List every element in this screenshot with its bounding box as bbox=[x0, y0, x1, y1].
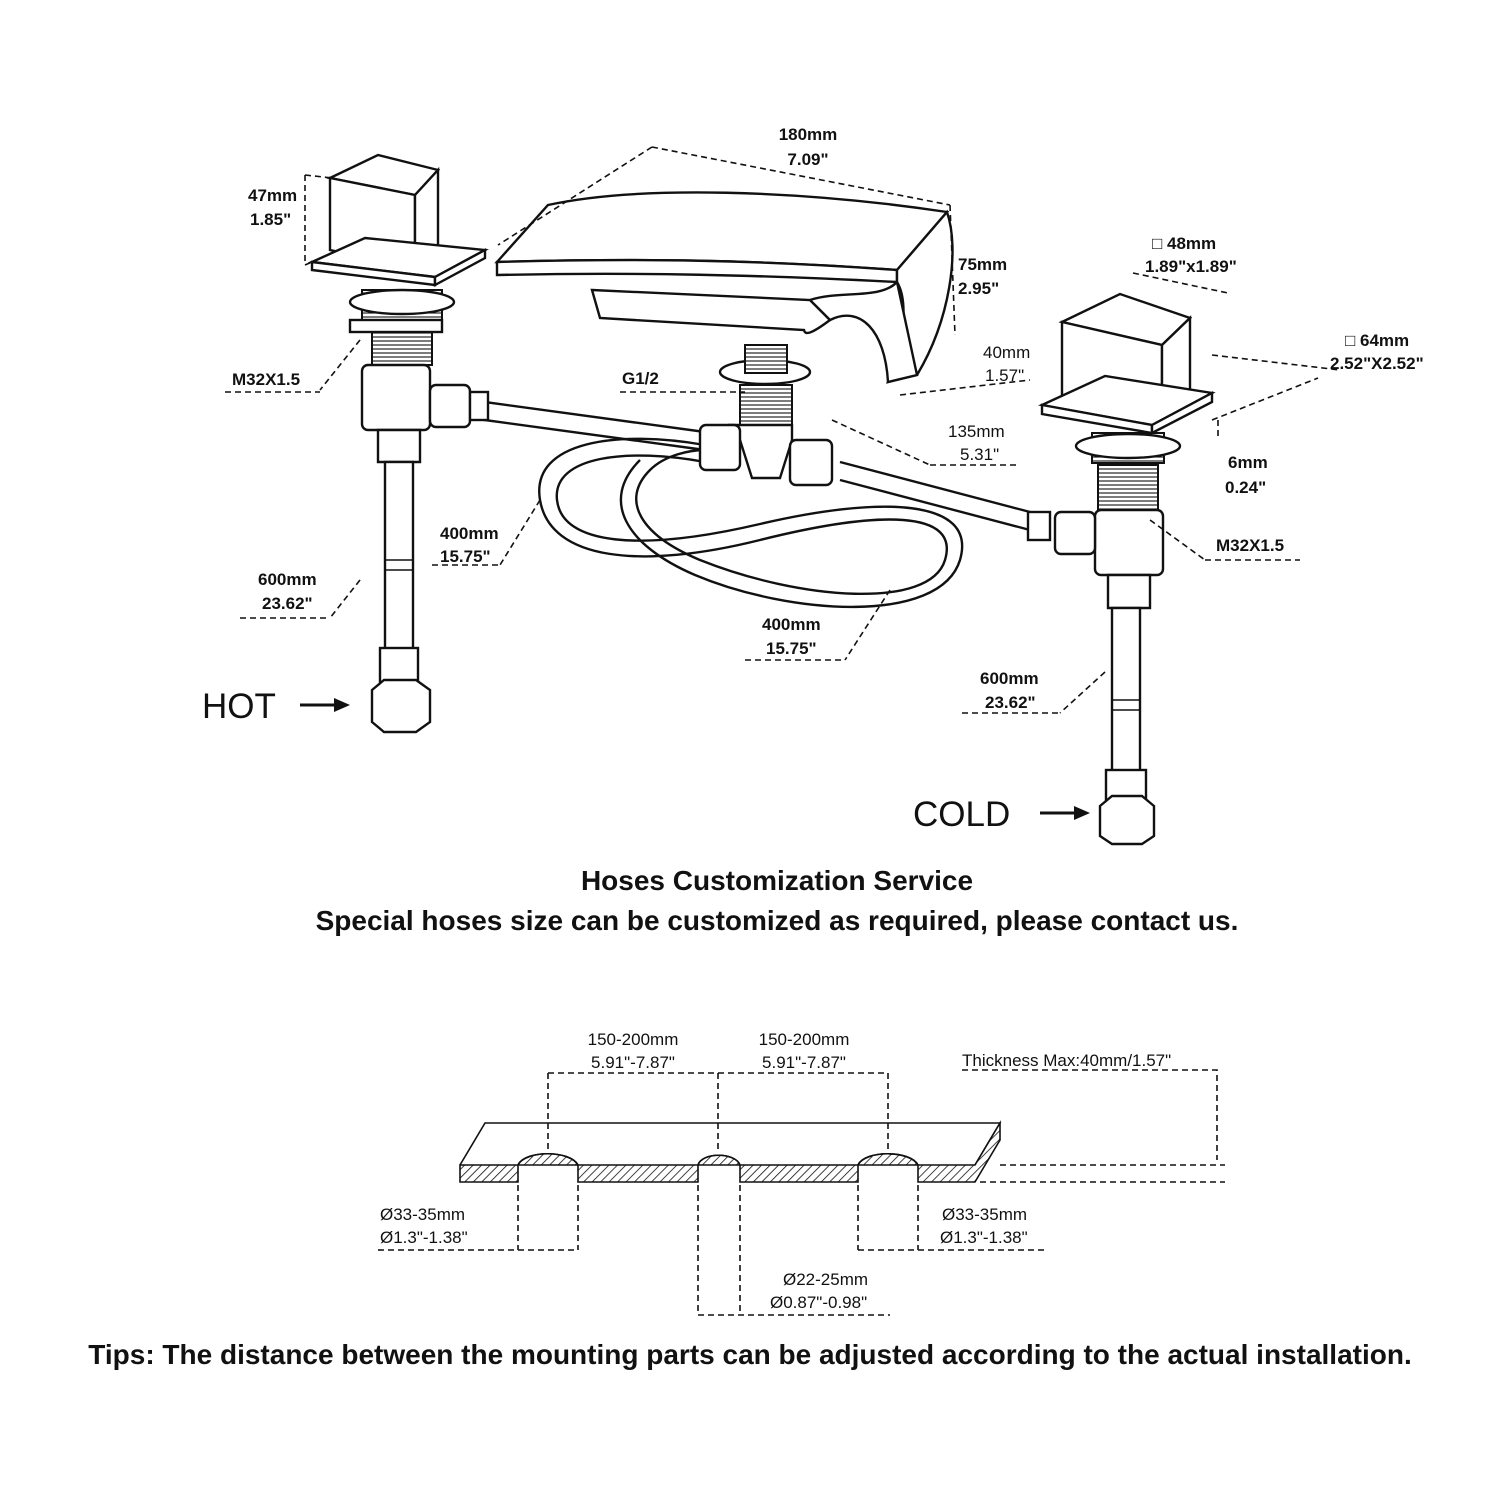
spacing-left-in: 5.91"-7.87" bbox=[591, 1053, 675, 1072]
base-square-in: 2.52"X2.52" bbox=[1330, 354, 1424, 373]
supply-cold-in: 23.62" bbox=[985, 693, 1036, 712]
tips-text: Tips: The distance between the mounting … bbox=[88, 1339, 1411, 1370]
dimension-lines bbox=[225, 146, 1341, 820]
countertop-diagram bbox=[378, 1069, 1225, 1316]
service-title: Hoses Customization Service bbox=[581, 865, 973, 896]
hole-right-in: Ø1.3"-1.38" bbox=[940, 1228, 1028, 1247]
hot-label: HOT bbox=[202, 687, 276, 726]
hose-right-mm: 400mm bbox=[762, 615, 821, 634]
spout-height-in: 2.95" bbox=[958, 279, 999, 298]
spout-depth-in: 1.57" bbox=[985, 366, 1024, 385]
hose-right-in: 15.75" bbox=[766, 639, 817, 658]
hole-left-mm: Ø33-35mm bbox=[380, 1205, 465, 1224]
thread-right: M32X1.5 bbox=[1216, 536, 1284, 555]
hose-right bbox=[839, 460, 1031, 532]
base-thickness-in: 0.24" bbox=[1225, 478, 1266, 497]
handle-square-in: 1.89"x1.89" bbox=[1145, 257, 1237, 276]
spout-projection-in: 5.31" bbox=[960, 445, 999, 464]
inlet-thread: G1/2 bbox=[622, 369, 659, 388]
service-subtitle: Special hoses size can be customized as … bbox=[316, 905, 1239, 936]
cold-label: COLD bbox=[913, 795, 1010, 834]
left-handle-assembly bbox=[307, 153, 490, 734]
hose-left-mm: 400mm bbox=[440, 524, 499, 543]
supply-hot-mm: 600mm bbox=[258, 570, 317, 589]
thickness-max: Thickness Max:40mm/1.57" bbox=[962, 1051, 1171, 1070]
spacing-right-mm: 150-200mm bbox=[759, 1030, 850, 1049]
base-square-mm: □ 64mm bbox=[1345, 331, 1409, 350]
spacing-right-in: 5.91"-7.87" bbox=[762, 1053, 846, 1072]
hole-right-mm: Ø33-35mm bbox=[942, 1205, 1027, 1224]
hose-loop bbox=[538, 437, 964, 609]
spout-projection-mm: 135mm bbox=[948, 422, 1005, 441]
hose-left bbox=[469, 398, 706, 452]
overall-width-mm: 180mm bbox=[779, 125, 838, 144]
supply-hot-in: 23.62" bbox=[262, 594, 313, 613]
hole-left-in: Ø1.3"-1.38" bbox=[380, 1228, 468, 1247]
base-thickness-mm: 6mm bbox=[1228, 453, 1268, 472]
supply-cold-mm: 600mm bbox=[980, 669, 1039, 688]
spout-depth-mm: 40mm bbox=[983, 343, 1030, 362]
handle-height-in: 1.85" bbox=[250, 210, 291, 229]
spout-height-mm: 75mm bbox=[958, 255, 1007, 274]
hole-center-mm: Ø22-25mm bbox=[783, 1270, 868, 1289]
handle-height-mm: 47mm bbox=[248, 186, 297, 205]
spacing-left-mm: 150-200mm bbox=[588, 1030, 679, 1049]
hose-left-in: 15.75" bbox=[440, 547, 491, 566]
waterfall-spout bbox=[494, 191, 954, 487]
handle-square-mm: □ 48mm bbox=[1152, 234, 1216, 253]
thread-left: M32X1.5 bbox=[232, 370, 300, 389]
right-handle-assembly bbox=[1026, 292, 1216, 846]
hole-center-in: Ø0.87"-0.98" bbox=[770, 1293, 867, 1312]
overall-width-in: 7.09" bbox=[787, 150, 828, 169]
